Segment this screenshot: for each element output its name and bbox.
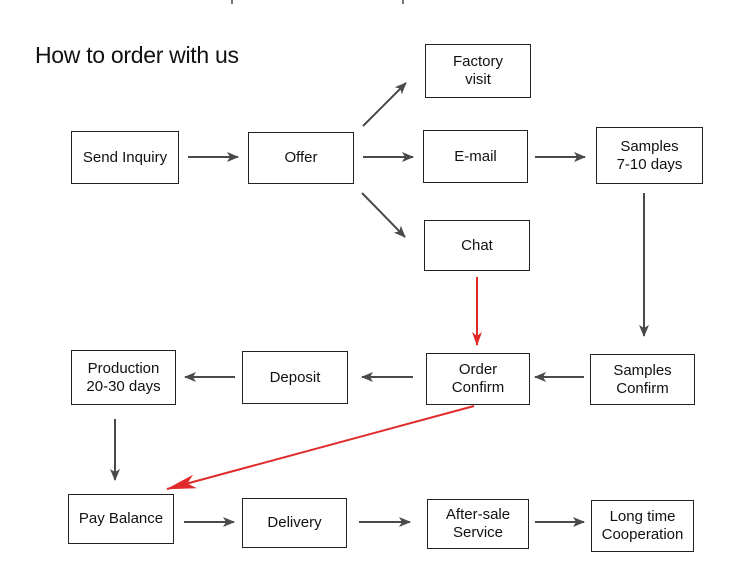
step-label: Factory xyxy=(452,53,503,70)
step-order-confirm: Order Confirm xyxy=(426,353,530,405)
step-label: Deposit xyxy=(269,368,321,386)
step-label: 7-10 days xyxy=(616,155,683,173)
step-after-sale: After-sale Service xyxy=(427,499,529,549)
arrow-order-confirm-to-pay-balance xyxy=(166,405,475,490)
step-long-time-cooperation: Long time Cooperation xyxy=(591,500,694,552)
step-label: Pay Balance xyxy=(78,510,164,527)
step-label: Delivery xyxy=(267,514,322,531)
step-label: Samples xyxy=(613,361,672,379)
step-label: visit xyxy=(465,71,491,88)
arrow-offer-to-chat xyxy=(361,192,406,238)
step-label: Long time xyxy=(609,508,676,525)
step-production: Production 20-30 days xyxy=(71,350,176,405)
step-label: 20-30 days xyxy=(86,377,161,395)
step-chat: Chat xyxy=(424,220,530,271)
top-edge-mark xyxy=(231,0,233,4)
step-samples: Samples 7-10 days xyxy=(596,127,703,184)
step-samples-confirm: Samples Confirm xyxy=(590,354,695,405)
step-label: Samples xyxy=(620,137,679,155)
step-label: Order xyxy=(458,361,498,378)
step-label: E-mail xyxy=(454,147,497,165)
step-offer: Offer xyxy=(248,132,354,184)
step-label: Confirm xyxy=(616,379,669,397)
step-email: E-mail xyxy=(423,130,528,183)
step-label: After-sale xyxy=(445,506,511,523)
step-label: Confirm xyxy=(451,379,505,396)
page-title: How to order with us xyxy=(35,42,239,68)
step-label: Production xyxy=(87,359,160,377)
top-edge-mark xyxy=(402,0,404,4)
arrow-offer-to-factory xyxy=(362,82,407,127)
step-label: Chat xyxy=(461,236,493,254)
step-send-inquiry: Send Inquiry xyxy=(71,131,179,184)
step-deposit: Deposit xyxy=(242,351,348,404)
step-delivery: Delivery xyxy=(242,498,347,548)
step-label: Send Inquiry xyxy=(82,148,168,166)
step-label: Cooperation xyxy=(601,526,684,543)
step-label: Service xyxy=(452,524,504,541)
step-factory-visit: Factory visit xyxy=(425,44,531,98)
step-pay-balance: Pay Balance xyxy=(68,494,174,544)
step-label: Offer xyxy=(284,149,318,166)
